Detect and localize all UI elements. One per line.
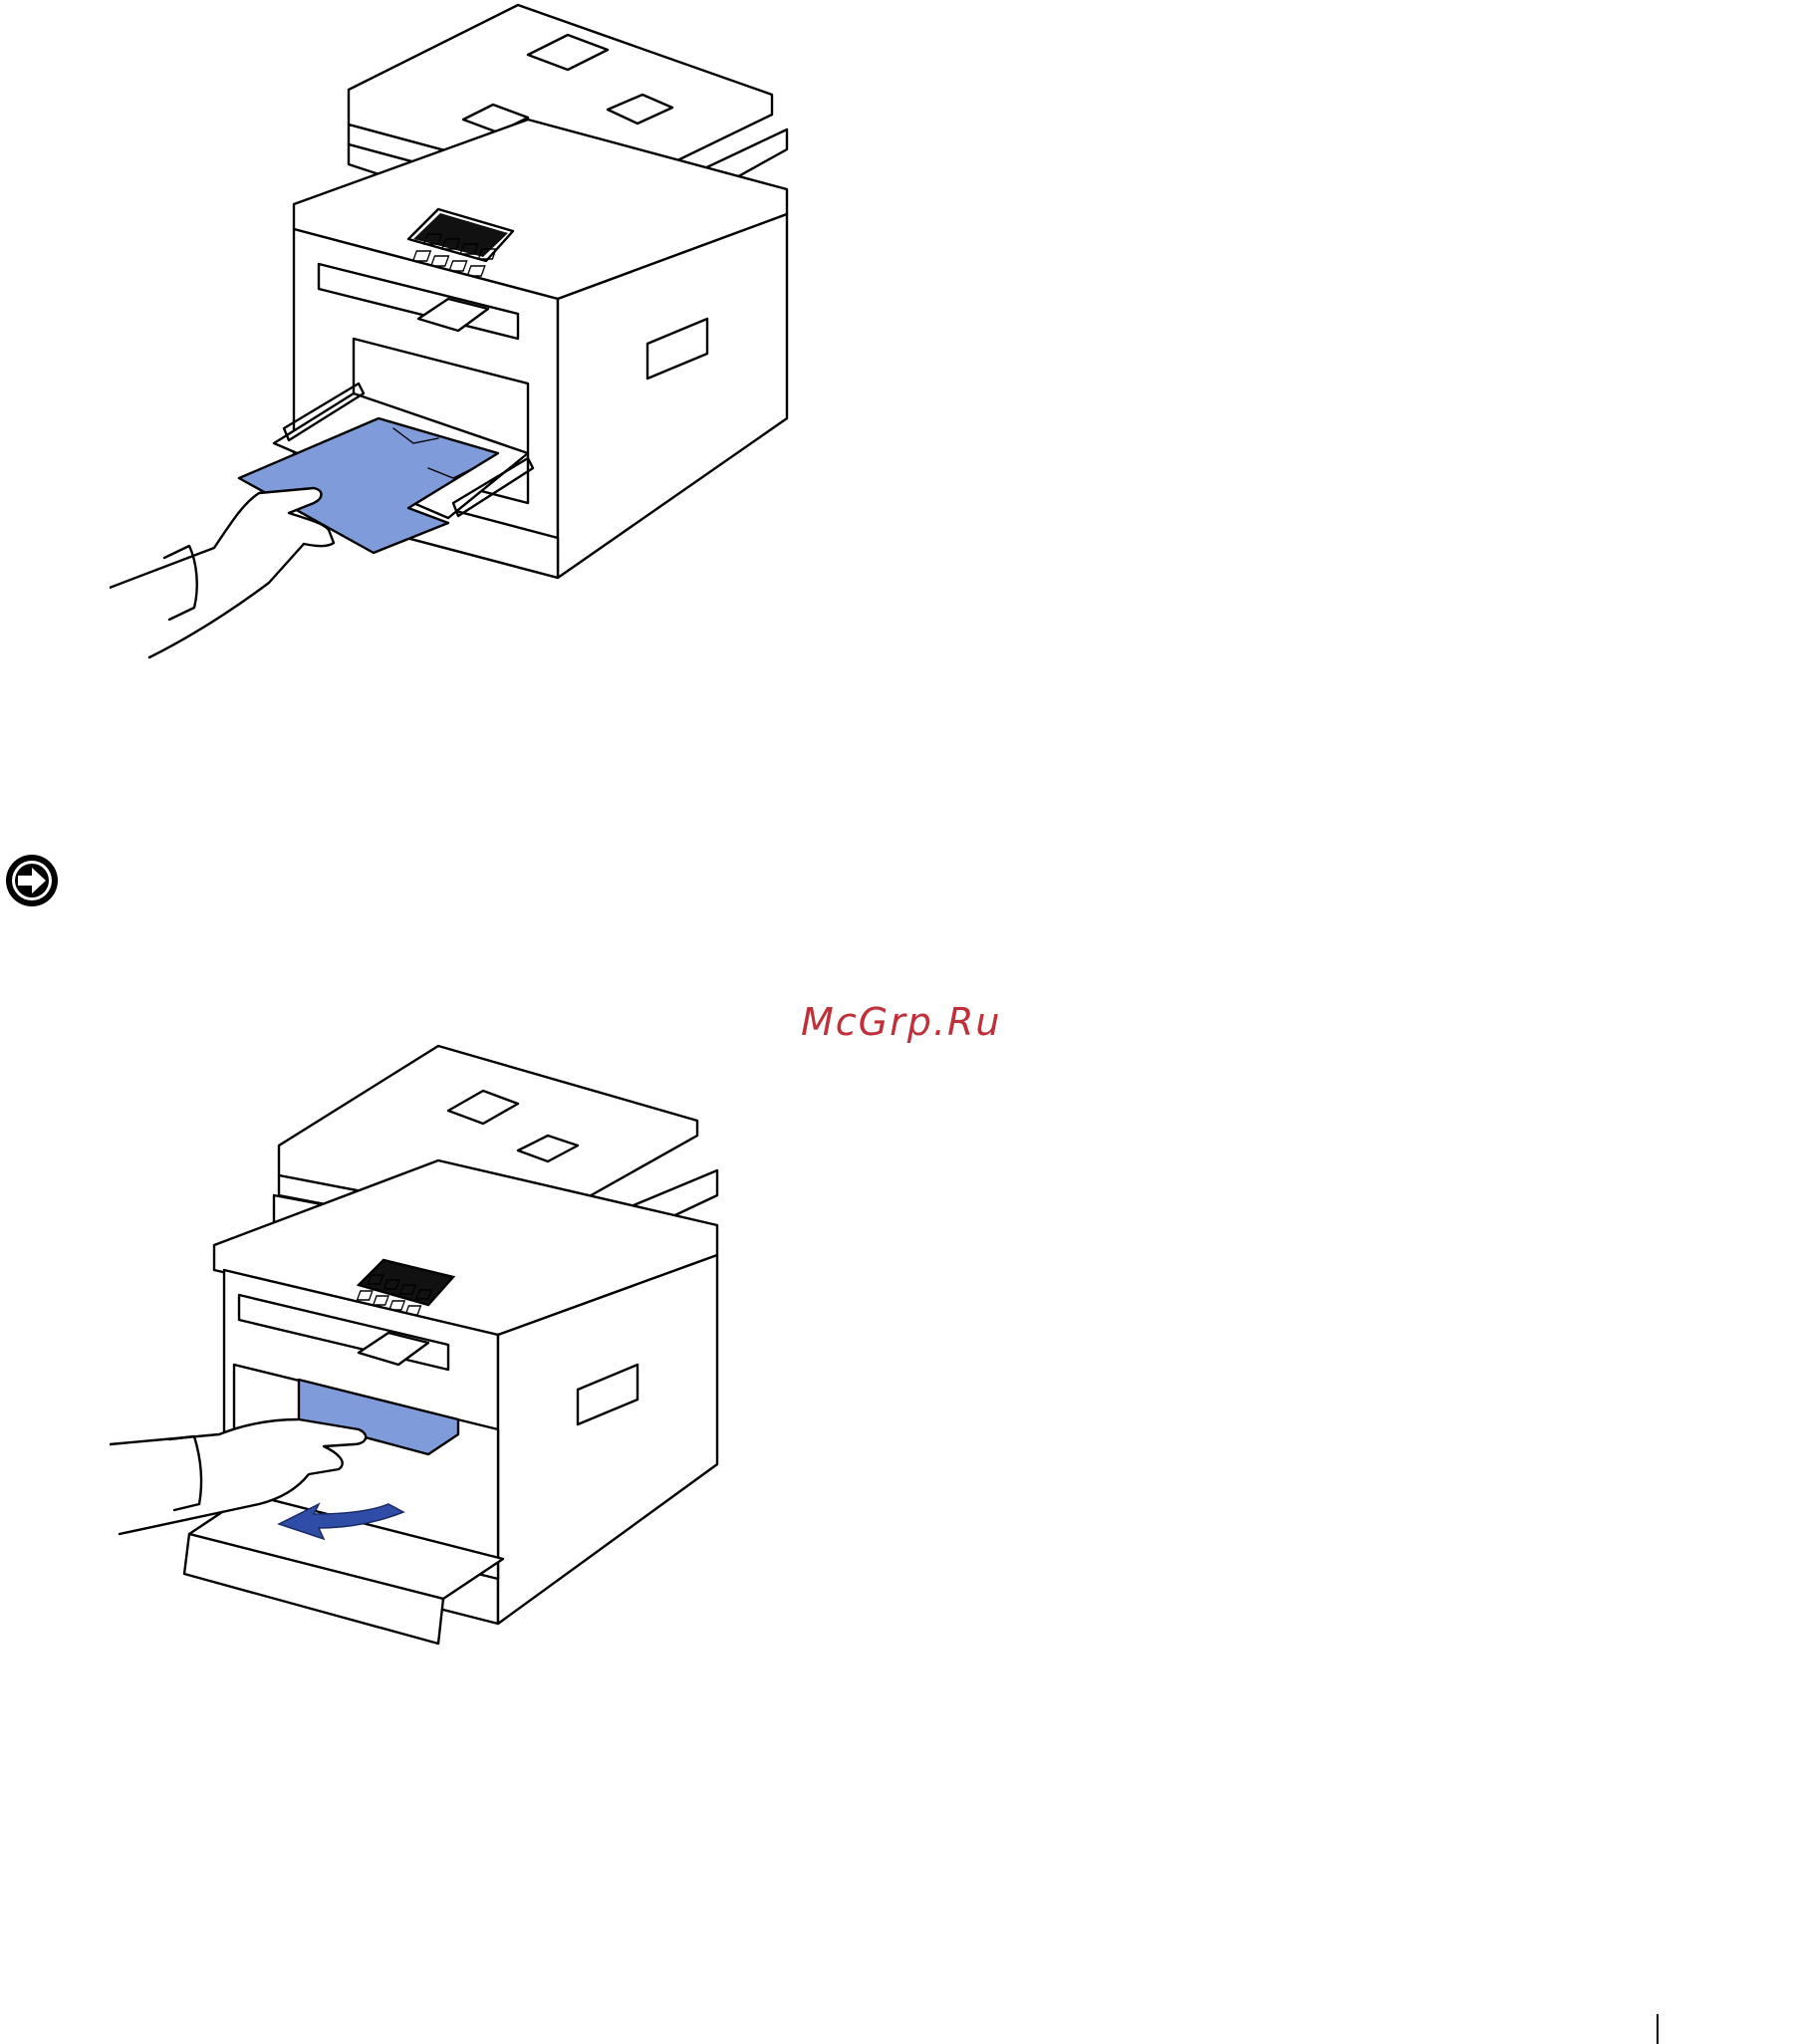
illustration-front-jam <box>110 1036 747 1663</box>
watermark-text: McGrp.Ru <box>801 1000 1001 1044</box>
page-margin-rule <box>1657 2014 1659 2044</box>
notice-arrow-icon <box>4 853 60 908</box>
hand-icon <box>110 488 334 657</box>
printer-icon <box>110 0 807 677</box>
illustration-mpf-jam <box>110 0 807 677</box>
printer-icon <box>110 1036 747 1663</box>
